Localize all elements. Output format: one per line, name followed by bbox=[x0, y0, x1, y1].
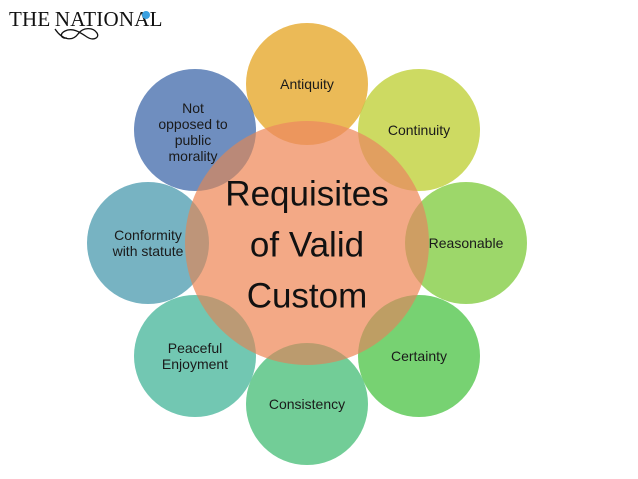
node-overlap-continuity bbox=[358, 69, 480, 191]
node-label-reasonable: Reasonable bbox=[428, 235, 504, 251]
node-overlap-consistency bbox=[246, 343, 368, 465]
node-label-certainty: Certainty bbox=[390, 348, 448, 364]
node-label-continuity: Continuity bbox=[387, 122, 451, 138]
node-label-antiquity: Antiquity bbox=[280, 76, 334, 92]
node-overlap-certainty bbox=[358, 295, 480, 417]
logo-the: THE bbox=[9, 7, 51, 31]
center-circle bbox=[185, 121, 429, 365]
center-title: Requisites of Valid Custom bbox=[225, 174, 389, 316]
node-overlap-reasonable bbox=[405, 182, 527, 304]
node-label-conformity-with-statute: Conformity with statute bbox=[112, 227, 184, 259]
node-overlap-conformity-with-statute bbox=[87, 182, 209, 304]
node-overlap-antiquity bbox=[246, 23, 368, 145]
logo: THE NATIONAL bbox=[9, 5, 162, 45]
node-label-not-opposed-to-public-morality: Not opposed to public morality bbox=[158, 100, 228, 164]
node-label-peaceful-enjoyment: Peaceful Enjoyment bbox=[161, 340, 229, 372]
node-overlap-peaceful-enjoyment bbox=[134, 295, 256, 417]
node-label-consistency: Consistency bbox=[268, 396, 346, 412]
logo-badge-icon bbox=[142, 11, 150, 19]
logo-swirl-icon bbox=[54, 27, 99, 40]
node-overlap-not-opposed-to-public-morality bbox=[134, 69, 256, 191]
